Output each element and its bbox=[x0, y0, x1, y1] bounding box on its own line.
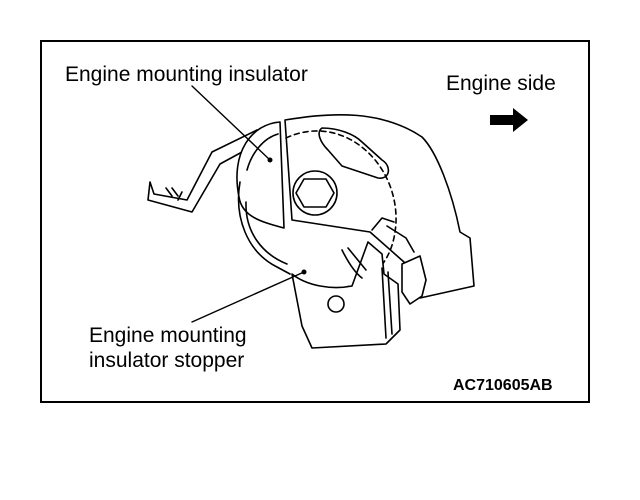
leader-dot-insulator bbox=[267, 157, 273, 163]
leader-line-stopper bbox=[191, 271, 305, 323]
lower-right-bracket bbox=[401, 255, 427, 305]
diagram-frame: Engine mounting insulator Engine side En… bbox=[40, 40, 590, 403]
stopper-label: Engine mounting insulator stopper bbox=[89, 323, 247, 373]
arrow-right-icon bbox=[490, 108, 528, 132]
leader-line-insulator bbox=[191, 85, 271, 161]
insulator-stopper bbox=[291, 241, 401, 349]
insulator-body bbox=[236, 121, 291, 275]
mounting-bolt bbox=[292, 170, 338, 216]
insulator-label: Engine mounting insulator bbox=[65, 63, 308, 86]
leader-dot-stopper bbox=[301, 269, 307, 275]
figure-code: AC710605AB bbox=[453, 377, 553, 394]
engine-side-label: Engine side bbox=[446, 72, 556, 95]
engine-side-housing bbox=[284, 113, 475, 299]
engine-mount-drawing bbox=[147, 85, 528, 349]
stopper-label-line1: Engine mounting bbox=[89, 324, 247, 347]
slot-cutout bbox=[318, 127, 390, 179]
stopper-label-line2: insulator stopper bbox=[89, 349, 245, 372]
